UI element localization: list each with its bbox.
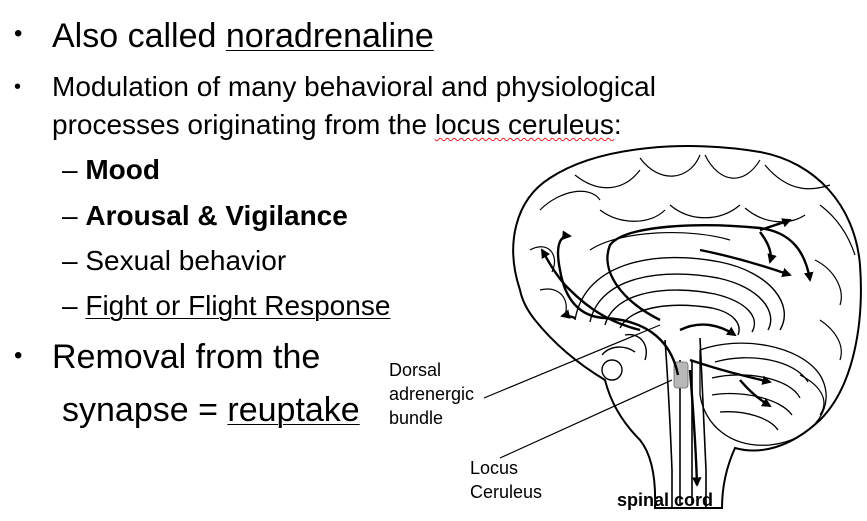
pituitary: [601, 333, 647, 381]
dorsal-label-line: adrenergic: [389, 384, 475, 404]
brain-gyri: [529, 154, 856, 416]
locus-ceruleus-link[interactable]: locus ceruleus: [434, 109, 614, 140]
sub-item-label: Arousal & Vigilance: [85, 200, 348, 231]
pathway-arrows: [540, 218, 814, 487]
sub-dash: –: [62, 200, 78, 231]
sub-item-sexual: – Sexual behavior: [62, 245, 286, 277]
fight-flight-link[interactable]: Fight or Flight Response: [85, 290, 391, 321]
sub-item-label: Sexual behavior: [85, 245, 287, 276]
reuptake-link[interactable]: reuptake: [227, 391, 360, 429]
bullet-removal-line2: synapse = reuptake: [62, 391, 360, 430]
also-called-text: Also called: [52, 17, 226, 55]
sub-item-fight-flight: – Fight or Flight Response: [62, 290, 390, 322]
modulation-line2-colon: :: [613, 109, 622, 140]
bullet-removal-line1: Removal from the: [52, 338, 321, 376]
locus-label-line: Locus: [470, 458, 519, 478]
sub-item-mood: – Mood: [62, 154, 160, 186]
spinal-cord-label: spinal cord: [617, 490, 714, 510]
dorsal-label-line: bundle: [389, 408, 444, 428]
sub-item-label: Mood: [85, 154, 160, 185]
locus-leader: [499, 379, 673, 459]
removal-line2-text: synapse =: [62, 391, 228, 429]
dorsal-label-line: Dorsal: [389, 360, 442, 380]
cerebellum: [699, 342, 827, 446]
noradrenaline-link[interactable]: noradrenaline: [225, 17, 434, 55]
sub-dash: –: [62, 245, 78, 276]
locus-ceruleus-label: Locus Ceruleus: [470, 456, 542, 504]
bullet-dot: •: [14, 76, 22, 98]
bullet-dot: •: [14, 342, 23, 369]
dorsal-leader: [483, 324, 661, 399]
bullet-modulation-line2: processes originating from the locus cer…: [52, 109, 622, 141]
modulation-line2-text: processes originating from the: [52, 109, 435, 140]
dorsal-adrenergic-label: Dorsal adrenergic bundle: [389, 358, 474, 430]
sub-dash: –: [62, 290, 78, 321]
bullet-modulation-line1: Modulation of many behavioral and physio…: [52, 71, 656, 102]
locus-label-line: Ceruleus: [470, 482, 543, 502]
bullet-dot: •: [14, 20, 23, 47]
sub-dash: –: [62, 154, 78, 185]
sub-item-arousal: – Arousal & Vigilance: [62, 200, 348, 232]
corpus-callosum: [574, 256, 785, 336]
bullet-also-called: Also called noradrenaline: [52, 17, 434, 56]
